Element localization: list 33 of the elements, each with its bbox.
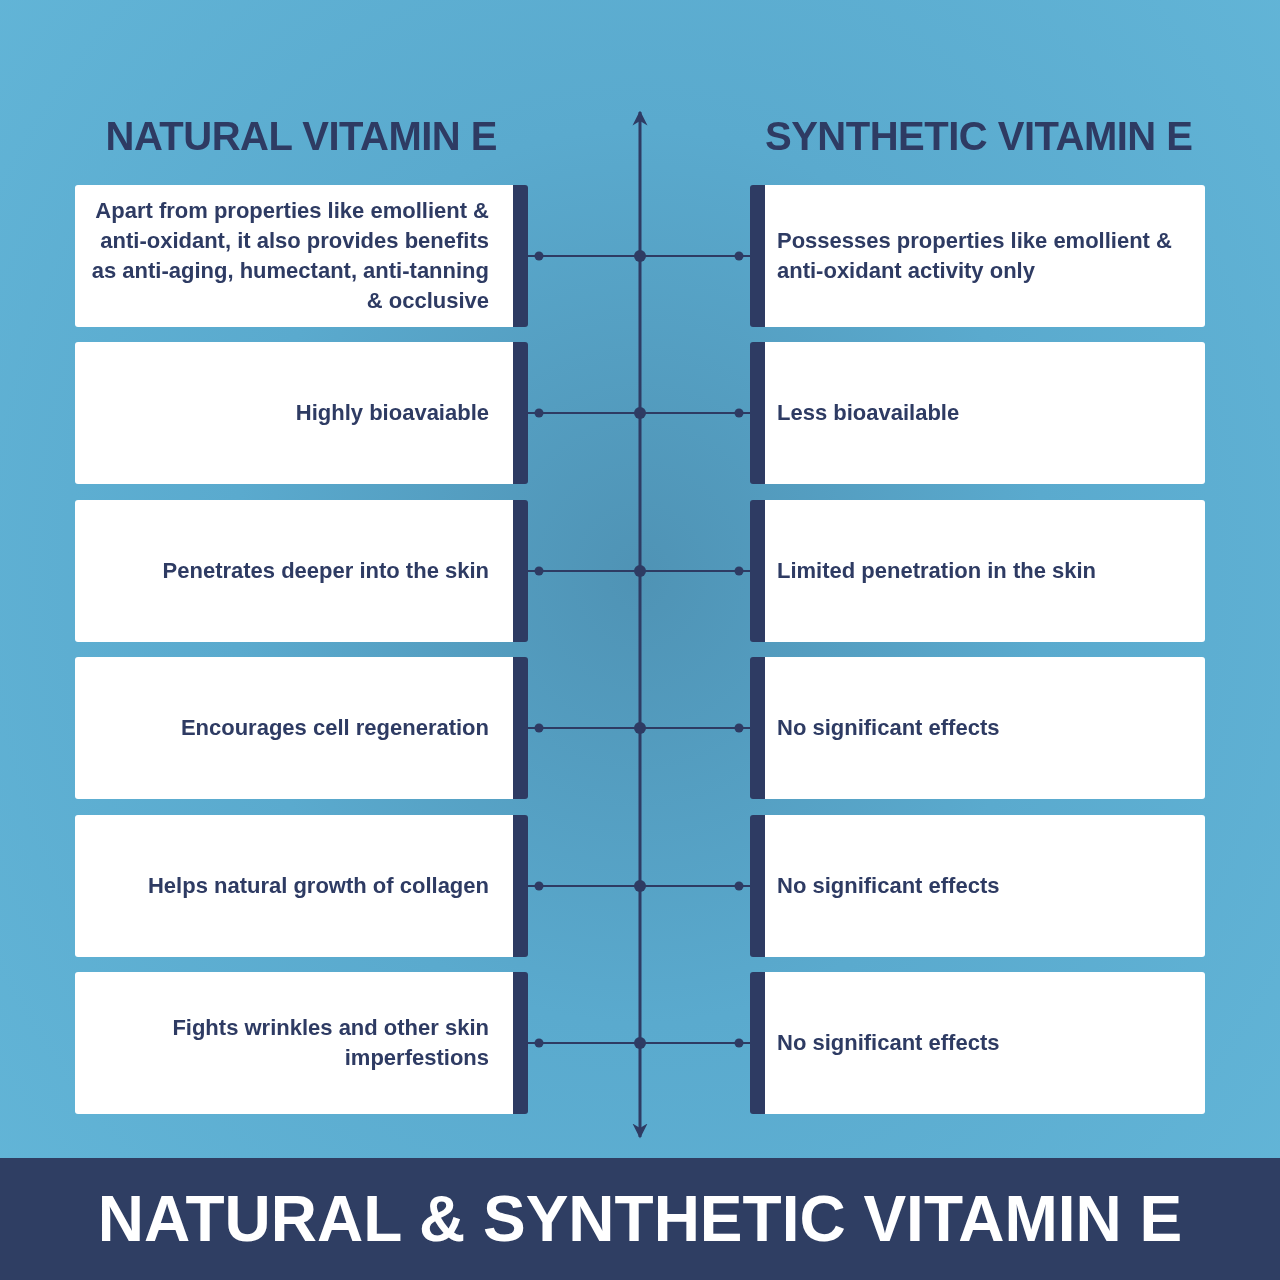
text-card xyxy=(750,815,1205,957)
connector-line xyxy=(527,408,751,418)
connector-line xyxy=(527,566,751,576)
column-heading: NATURAL VITAMIN E xyxy=(105,114,497,159)
card-text: Penetrates deeper into the skin xyxy=(162,557,489,585)
text-card xyxy=(750,342,1205,484)
text-card xyxy=(75,500,528,642)
connector-line xyxy=(527,723,751,733)
column-heading: SYNTHETIC VITAMIN E xyxy=(765,114,1193,159)
connector-line xyxy=(527,881,751,891)
text-card xyxy=(75,815,528,957)
text-card xyxy=(75,185,528,327)
connector-line xyxy=(527,1038,751,1048)
card-text: No significant effects xyxy=(777,872,1000,900)
card-text: Apart from properties like emollient & anti-oxidant, it also provides benefits as anti-aging, humectant, anti-tanning & occlusive xyxy=(90,197,489,315)
card-text: No significant effects xyxy=(777,1029,1000,1057)
connector-line xyxy=(527,251,751,261)
card-text: Highly bioavaiable xyxy=(295,399,489,427)
card-text: Less bioavailable xyxy=(777,399,960,427)
title: NATURAL & SYNTHETIC VITAMIN E xyxy=(97,1182,1183,1256)
card-text: Limited penetration in the skin xyxy=(777,557,1097,585)
card-text: Possesses properties like emollient & anti-oxidant activity only xyxy=(777,227,1173,285)
text-card xyxy=(750,185,1205,327)
text-card xyxy=(750,657,1205,799)
card-text: No significant effects xyxy=(777,714,1000,742)
text-card xyxy=(75,342,528,484)
text-card xyxy=(75,972,528,1114)
card-text: Helps natural growth of collagen xyxy=(147,872,489,900)
text-card xyxy=(75,657,528,799)
text-card xyxy=(750,500,1205,642)
text-card xyxy=(750,972,1205,1114)
card-text: Fights wrinkles and other skin imperfestions xyxy=(171,1014,489,1072)
card-text: Encourages cell regeneration xyxy=(180,714,489,742)
